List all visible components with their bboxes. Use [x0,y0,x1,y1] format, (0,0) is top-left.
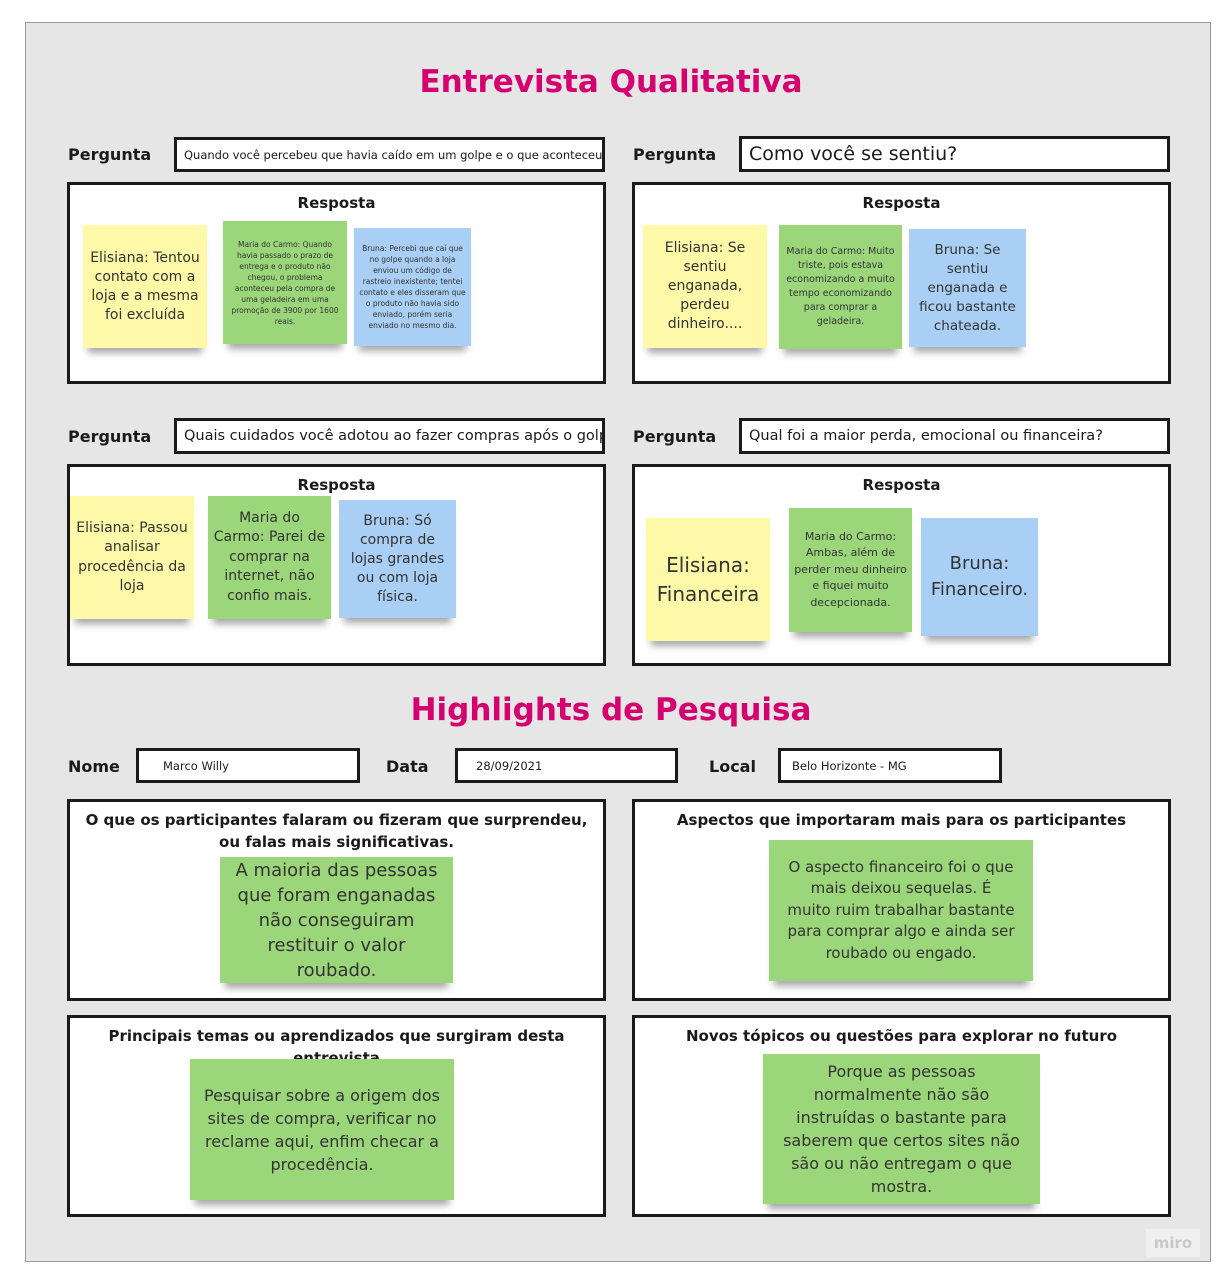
question-field-3[interactable]: Quais cuidados você adotou ao fazer comp… [174,418,605,454]
interview-title: Entrevista Qualitativa [419,64,803,100]
highlights-title: Highlights de Pesquisa [410,692,812,728]
answer-label: Resposta [297,194,376,212]
sticky-note[interactable]: Bruna: Percebi que caí que no golpe quan… [354,228,471,346]
panel-title: Novos tópicos ou questões para explorar … [685,1027,1118,1045]
question-field-4[interactable]: Qual foi a maior perda, emocional ou fin… [739,418,1170,454]
sticky-note[interactable]: Elisiana: Tentou contato com a loja e a … [83,225,207,348]
date-label: Data [386,757,429,776]
sticky-note[interactable]: Maria do Carmo: Parei de comprar na inte… [208,496,331,619]
sticky-note[interactable]: Bruna: Se sentiu enganada e ficou bastan… [909,229,1026,347]
panel-title: Aspectos que importaram mais para os par… [676,811,1127,829]
question-label: Pergunta [633,427,717,446]
name-field[interactable]: Marco Willy [136,748,360,783]
location-label: Local [709,757,756,776]
answer-label: Resposta [862,476,941,494]
sticky-note[interactable]: Maria do Carmo: Ambas, além de perder me… [789,508,912,632]
answer-label: Resposta [297,476,376,494]
location-field[interactable]: Belo Horizonte - MG [778,748,1002,783]
question-field-1[interactable]: Quando você percebeu que havia caído em … [174,137,605,172]
question-field-2[interactable]: Como você se sentiu? [739,136,1170,172]
sticky-note[interactable]: A maioria das pessoas que foram enganada… [220,857,453,983]
name-label: Nome [68,757,120,776]
panel-title: O que os participantes falaram ou fizera… [85,811,588,851]
question-label: Pergunta [633,145,717,164]
answer-label: Resposta [862,194,941,212]
sticky-note[interactable]: Bruna: Só compra de lojas grandes ou com… [339,500,456,618]
sticky-note[interactable]: Porque as pessoas normalmente não são in… [763,1054,1040,1204]
sticky-note[interactable]: Elisiana: Passou analisar procedência da… [70,496,194,619]
sticky-note[interactable]: Bruna: Financeiro. [921,518,1038,636]
sticky-note[interactable]: Elisiana: Se sentiu enganada, perdeu din… [643,225,767,348]
sticky-note[interactable]: Maria do Carmo: Quando havia passado o p… [223,221,347,344]
question-label: Pergunta [68,427,152,446]
sticky-note[interactable]: Maria do Carmo: Muito triste, pois estav… [779,225,902,349]
sticky-note[interactable]: Elisiana: Financeira [646,518,770,641]
question-label: Pergunta [68,145,152,164]
sticky-note[interactable]: O aspecto financeiro foi o que mais deix… [769,840,1033,981]
miro-logo: miro [1146,1229,1200,1257]
sticky-note[interactable]: Pesquisar sobre a origem dos sites de co… [190,1059,454,1200]
date-field[interactable]: 28/09/2021 [455,748,678,783]
